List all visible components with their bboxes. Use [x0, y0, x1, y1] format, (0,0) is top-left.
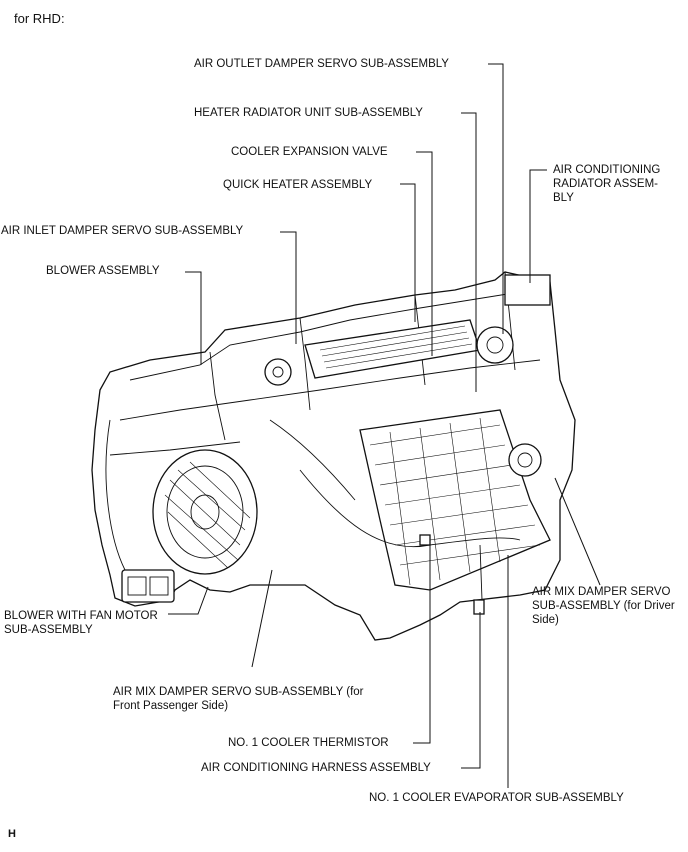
harness-wires	[105, 419, 521, 615]
label-cooler-thermistor: NO. 1 COOLER THERMISTOR	[228, 737, 389, 749]
label-air-mix-servo-driver: AIR MIX DAMPER SERVO SUB-ASSEMBLY (for D…	[532, 586, 675, 626]
label-ac-harness-assembly: AIR CONDITIONING HARNESS ASSEMBLY	[201, 762, 431, 774]
servo-gears	[264, 274, 551, 477]
label-cooler-evaporator: NO. 1 COOLER EVAPORATOR SUB-ASSEMBLY	[369, 792, 624, 804]
label-blower-fan-motor: BLOWER WITH FAN MOTOR SUB-ASSEMBLY	[4, 610, 158, 636]
label-air-mix-servo-passenger: AIR MIX DAMPER SERVO SUB-ASSEMBLY (for F…	[113, 686, 364, 712]
label-air-outlet-damper-servo: AIR OUTLET DAMPER SERVO SUB-ASSEMBLY	[194, 58, 449, 70]
label-heater-radiator-unit: HEATER RADIATOR UNIT SUB-ASSEMBLY	[194, 107, 423, 119]
fan-motor-connector	[121, 569, 175, 603]
diagram-caption: for RHD:	[14, 11, 65, 26]
figure-code: H	[8, 828, 16, 840]
blower-wheel	[152, 449, 258, 575]
evaporator-core	[359, 409, 551, 591]
label-quick-heater-assembly: QUICK HEATER ASSEMBLY	[223, 179, 373, 191]
label-ac-radiator-assembly: AIR CONDITIONING RADIATOR ASSEM-BLY	[553, 164, 661, 204]
label-cooler-expansion-valve: COOLER EXPANSION VALVE	[231, 146, 388, 158]
label-air-inlet-damper-servo: AIR INLET DAMPER SERVO SUB-ASSEMBLY	[1, 225, 244, 237]
label-blower-assembly: BLOWER ASSEMBLY	[46, 265, 160, 277]
leader-lines	[168, 63, 601, 788]
